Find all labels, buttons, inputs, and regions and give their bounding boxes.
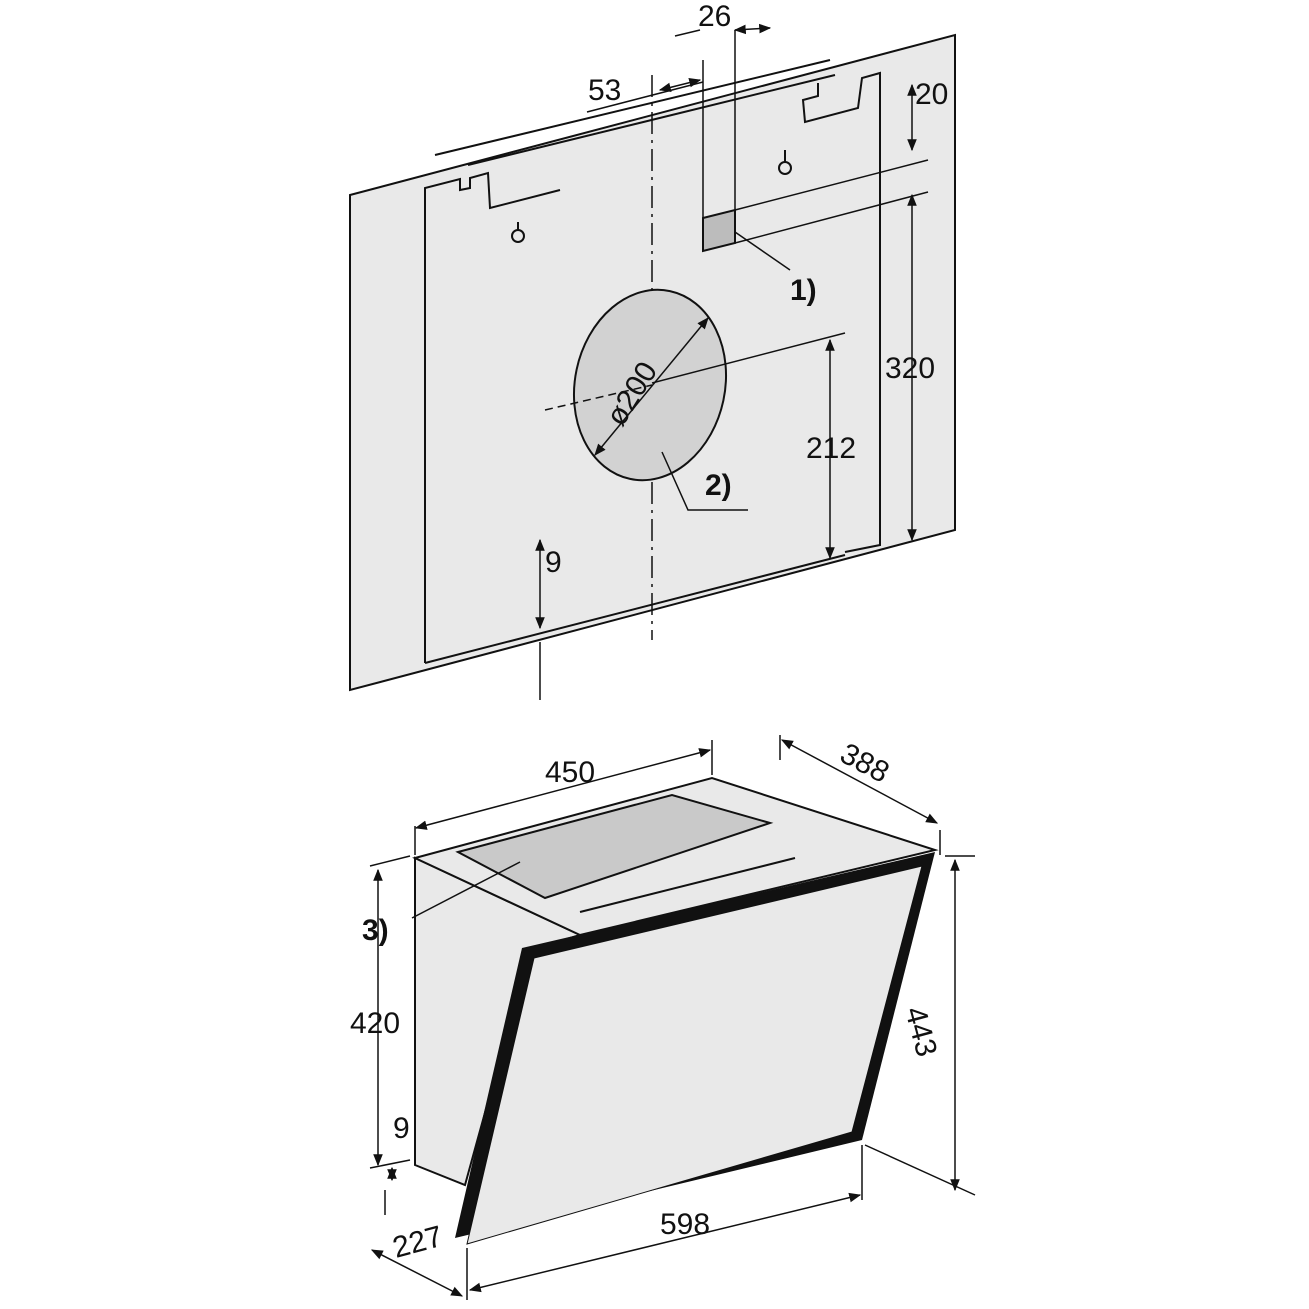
template-outline [424,171,561,663]
dim-53: 53 [588,74,621,107]
wall-template: 26 53 20 1) 320 ø200 212 2) 9 [349,0,956,700]
callout-2: 2) [705,469,732,502]
callout-1: 1) [790,274,817,307]
dim-9-hood: 9 [393,1112,410,1145]
dim-20: 20 [915,78,948,111]
dim-443: 443 [898,1003,943,1060]
template-mid-edge [434,59,831,156]
callout-3: 3) [362,914,389,947]
dim-227: 227 [389,1220,446,1265]
keyhole-icon [511,222,525,243]
dim-320: 320 [885,352,935,385]
dim-26: 26 [698,0,731,33]
dim-598: 598 [660,1208,710,1241]
electrical-box [702,208,736,253]
top-slot [579,857,796,913]
hood: 450 388 3) 420 9 443 598 227 [350,735,976,1300]
front-glass [466,865,923,1245]
dim-388: 388 [835,737,895,790]
template-bottom-edge [424,554,846,664]
template-right-hook [801,71,881,553]
dim-9-wall: 9 [545,546,562,579]
keyhole-icon [778,150,792,175]
dim-450: 450 [545,756,595,789]
dim-212: 212 [806,432,856,465]
diameter-dim-line [594,317,709,456]
dim-420: 420 [350,1007,400,1040]
